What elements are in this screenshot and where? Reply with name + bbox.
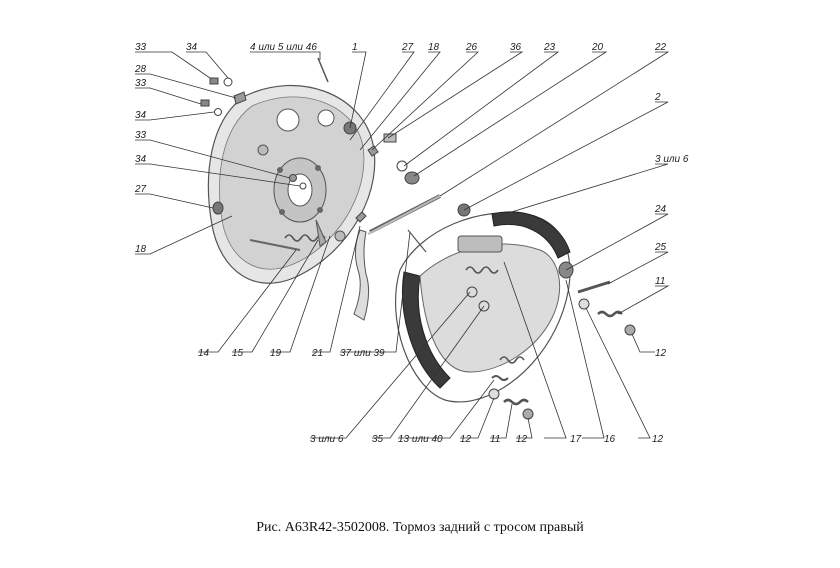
callout-18-left: 18	[135, 244, 147, 255]
callout-33-mid: 33	[135, 78, 147, 89]
callout-4-5-46: 4 или 5 или 46	[250, 42, 317, 53]
callout-11-bottom: 11	[490, 434, 500, 445]
callout-34-low: 34	[135, 154, 147, 165]
callout-33-top: 33	[135, 42, 147, 53]
callout-36: 36	[510, 42, 522, 53]
callout-labels: 33 34 4 или 5 или 46 1 27 18 26 36 23 20…	[134, 42, 689, 445]
callout-37-39: 37 или 39	[340, 348, 385, 359]
callout-34-top: 34	[186, 42, 198, 53]
callout-3-6-bottom: 3 или 6	[310, 434, 344, 445]
callout-3-6-right: 3 или 6	[655, 154, 689, 165]
callout-12-bottom-b: 12	[516, 434, 528, 445]
brake-shoes-assembly	[395, 211, 574, 403]
callout-18-top: 18	[428, 42, 440, 53]
callout-12-bottom-c: 12	[652, 434, 664, 445]
callout-22: 22	[654, 42, 667, 53]
callout-33-low: 33	[135, 130, 147, 141]
callout-1: 1	[352, 42, 358, 53]
callout-34-mid: 34	[135, 110, 147, 121]
callout-19: 19	[270, 348, 282, 359]
callout-27-top: 27	[401, 42, 414, 53]
callout-35: 35	[372, 434, 384, 445]
leader-lines	[135, 51, 670, 439]
callout-15: 15	[232, 348, 244, 359]
callout-24: 24	[654, 204, 667, 215]
callout-20: 20	[591, 42, 604, 53]
callout-2: 2	[654, 92, 661, 103]
cable-and-small-parts	[317, 57, 471, 321]
callout-28: 28	[134, 64, 147, 75]
callout-12-right: 12	[655, 348, 667, 359]
callout-26: 26	[465, 42, 478, 53]
callout-27-left: 27	[134, 184, 147, 195]
callout-25: 25	[654, 242, 667, 253]
callout-17: 17	[570, 434, 582, 445]
callout-11-right: 11	[655, 276, 665, 287]
callout-23: 23	[543, 42, 556, 53]
callout-13-40: 13 или 40	[398, 434, 443, 445]
pins-springs-right	[488, 280, 636, 420]
callout-14: 14	[198, 348, 210, 359]
callout-12-bottom-a: 12	[460, 434, 472, 445]
backing-plate	[207, 84, 376, 284]
figure-caption: Рис. А63R42-3502008. Тормоз задний с тро…	[256, 520, 584, 535]
bolts-washers-left	[200, 77, 357, 215]
callout-21: 21	[311, 348, 323, 359]
callout-16: 16	[604, 434, 616, 445]
